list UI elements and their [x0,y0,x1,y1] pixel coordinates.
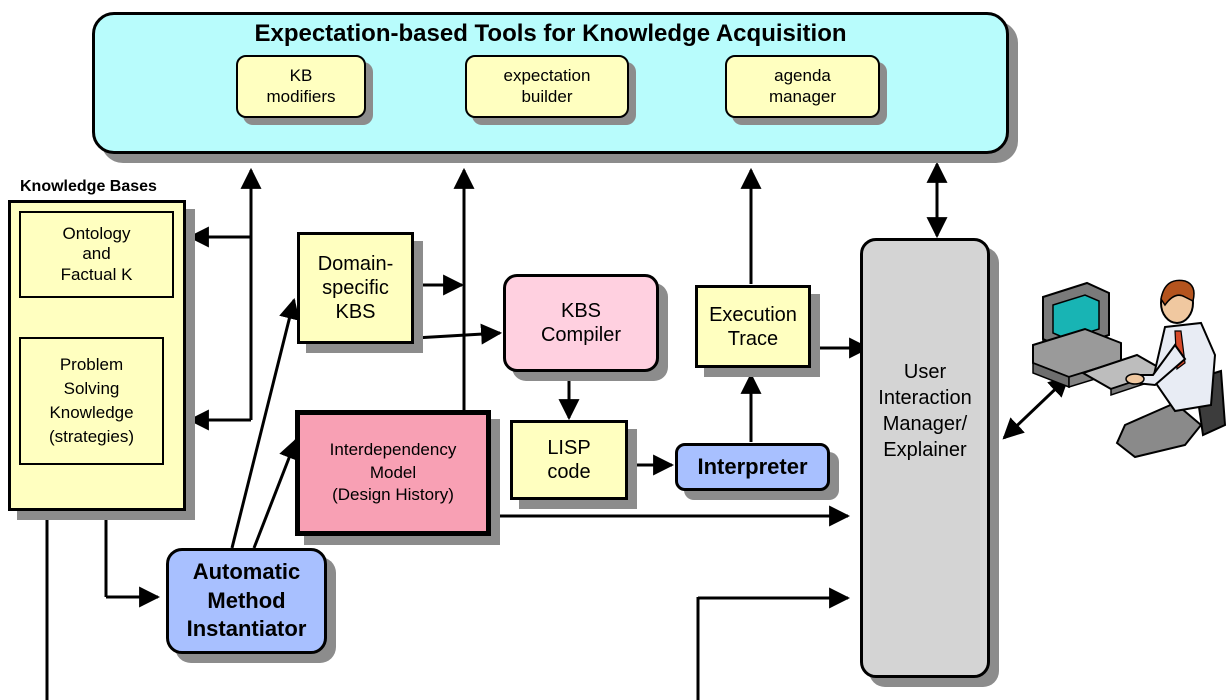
kbs-compiler-box: KBS Compiler [503,274,659,372]
expectation-builder-box: expectation builder [465,55,629,118]
lisp-code-box: LISP code [510,420,628,500]
knowledge-bases-label: Knowledge Bases [20,178,157,195]
user-interaction-box: User Interaction Manager/ Explainer [860,238,990,678]
ontology-box: Ontology and Factual K [19,211,174,298]
line-ami-to-interdep [252,438,299,549]
problem-solving-box: Problem Solving Knowledge (strategies) [19,337,164,465]
interdependency-model-box: Interdependency Model (Design History) [295,410,491,536]
line-domain-to-compiler [414,323,503,345]
domain-kbs-box: Domain- specific KBS [297,232,414,344]
user-at-computer-illustration [1032,279,1227,459]
automatic-method-box: Automatic Method Instantiator [166,548,327,654]
line-user-to-person [1002,375,1070,440]
execution-trace-box: Execution Trace [695,285,811,368]
interpreter-box: Interpreter [675,443,830,491]
line-ami-to-domain [230,297,300,549]
top-panel-title: Expectation-based Tools for Knowledge Ac… [254,20,847,47]
person-icon [1115,279,1227,459]
agenda-manager-box: agenda manager [725,55,880,118]
kb-modifiers-box: KB modifiers [236,55,366,118]
